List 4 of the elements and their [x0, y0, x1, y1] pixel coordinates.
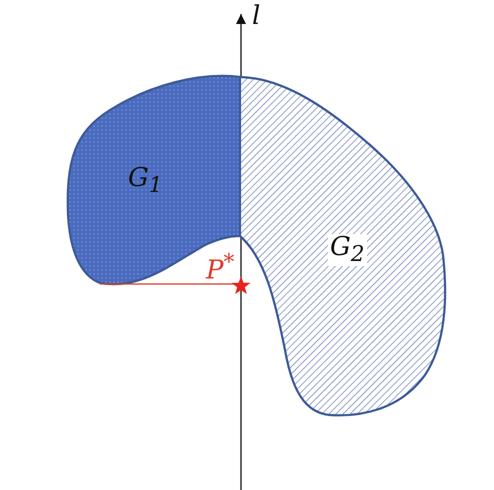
region-label: G$_{2}$ — [328, 234, 367, 266]
region-label: G$_{1}$ — [128, 165, 163, 197]
point-label: P$^{*}$ — [206, 252, 234, 284]
axis-label: l — [252, 3, 260, 29]
